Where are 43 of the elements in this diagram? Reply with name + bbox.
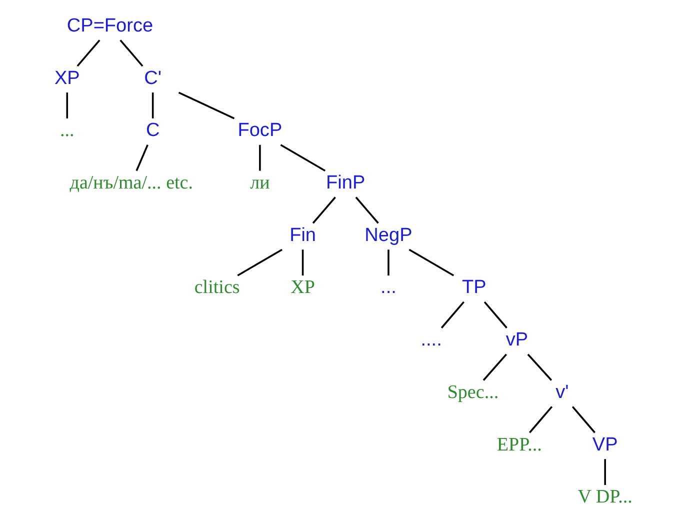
node-text: ... [380, 276, 396, 298]
node-text: VP [592, 434, 618, 455]
connector [76, 39, 100, 66]
node-text: XP [54, 67, 80, 88]
connector [387, 249, 389, 275]
connector [571, 406, 595, 433]
node-text: Spec... [446, 381, 498, 402]
connector [135, 144, 148, 171]
node-text: clitics [194, 276, 240, 298]
node-text: NegP [364, 224, 412, 246]
connector [66, 92, 68, 118]
connector [440, 300, 464, 328]
node-text: v' [555, 381, 568, 402]
node-text: ... [59, 120, 74, 141]
node-text: Fin [289, 224, 316, 246]
node-text: .... [420, 329, 442, 350]
connector [119, 39, 143, 66]
node-text: FinP [326, 172, 365, 193]
node-text: EPP... [496, 434, 542, 455]
node-text: да/нъ/ma/... etc. [69, 172, 193, 193]
node-text: ли [250, 172, 270, 193]
node-text: FocP [237, 120, 282, 141]
connector [236, 248, 282, 276]
node-text: C' [144, 67, 162, 88]
connector [301, 249, 304, 275]
connector [526, 353, 552, 380]
connector [604, 458, 606, 484]
connector [312, 196, 336, 224]
node-text: TP [462, 276, 486, 298]
connector [528, 406, 552, 433]
connector [354, 196, 378, 224]
node-text: V DP... [577, 486, 632, 508]
connector [280, 144, 326, 172]
connector [151, 92, 154, 118]
node-text: C [145, 120, 160, 141]
connector [408, 248, 454, 276]
node-text: XP [290, 276, 314, 298]
connector [258, 144, 260, 170]
node-text: CP=Force [66, 14, 153, 36]
connector [178, 91, 234, 119]
connector [482, 353, 507, 380]
node-text: vP [505, 329, 528, 350]
connector [483, 300, 507, 328]
